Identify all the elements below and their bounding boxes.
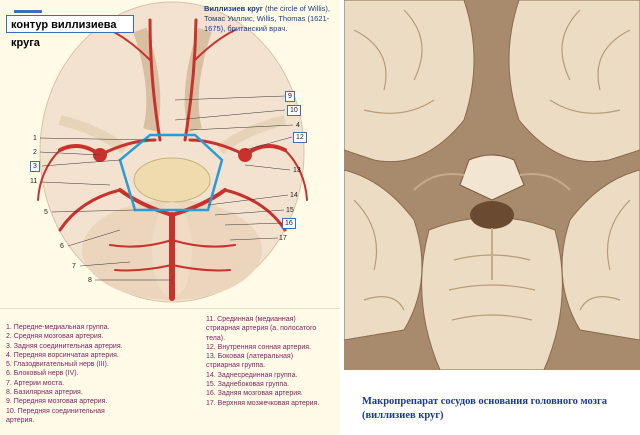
- circle-of-willis-illustration: [37, 1, 308, 303]
- legend-item: 9. Передняя мозговая артерия.: [6, 398, 108, 406]
- label-1: 1: [33, 135, 37, 142]
- legend-item: 7. Артерии моста.: [6, 379, 65, 387]
- photo-panel: Макропрепарат сосудов основания головног…: [344, 0, 640, 434]
- label-14: 14: [290, 192, 298, 199]
- label-4: 4: [296, 122, 300, 129]
- legend-item: 13. Боковая (латеральная): [206, 353, 294, 361]
- legend-item: 2. Средняя мозговая артерия.: [6, 333, 104, 341]
- legend-item: стриарная группа.: [206, 362, 266, 370]
- legend-item: 1. Передне-медиальная группа.: [6, 324, 110, 331]
- label-7: 7: [72, 263, 76, 270]
- legend-item: артерия.: [6, 416, 35, 424]
- legend-column-left: 1. Передне-медиальная группа. 2. Средняя…: [6, 323, 123, 425]
- legend-item: 17. Верхняя мозжечковая артерия.: [206, 399, 320, 407]
- label-3: 3: [30, 161, 40, 172]
- legend-item: 11. Срединная (медианная): [206, 316, 296, 323]
- legend-item: 4. Передняя ворсинчатая артерия.: [6, 351, 119, 359]
- photo-caption: Макропрепарат сосудов основания головног…: [362, 396, 607, 421]
- legend: 1. Передне-медиальная группа. 2. Средняя…: [0, 308, 340, 435]
- desc-term: Виллизиев круг: [204, 4, 263, 13]
- brain-specimen-photo: [344, 0, 640, 370]
- label-12: 12: [293, 132, 307, 143]
- label-15: 15: [286, 207, 294, 214]
- desc-text: (the circle of Willis), Томас Уиллис, Wi…: [204, 4, 330, 33]
- legend-item: 6. Блоковый нерв (IV).: [6, 370, 79, 378]
- diagram-panel: контур виллизиева круга Виллизиев круг (…: [0, 0, 340, 435]
- eponym-description: Виллизиев круг (the circle of Willis), Т…: [204, 4, 338, 34]
- label-2: 2: [33, 149, 37, 156]
- legend-item: стриарная артерия (а. полосатого: [206, 325, 317, 333]
- label-16: 16: [282, 218, 296, 229]
- diagram-title: контур виллизиева круга: [6, 15, 134, 49]
- legend-item: 14. Заднесрединная группа.: [206, 371, 298, 379]
- label-6: 6: [60, 243, 64, 250]
- label-9: 9: [285, 91, 295, 102]
- legend-item: 15. Заднебоковая группа.: [206, 381, 290, 389]
- legend-item: 12. Внутренняя сонная артерия.: [206, 343, 311, 351]
- title-accent-bar: [14, 10, 42, 13]
- legend-item: 5. Глазодвигательный нерв (III).: [6, 361, 109, 369]
- label-11: 11: [30, 178, 38, 185]
- legend-item: 3. Задняя соединительная артерия.: [6, 342, 123, 350]
- legend-item: 8. Базилярная артерия.: [6, 389, 83, 397]
- label-10: 10: [287, 105, 301, 116]
- legend-column-right: 11. Срединная (медианная) стриарная арте…: [206, 315, 319, 408]
- label-13: 13: [293, 167, 301, 174]
- label-17: 17: [279, 235, 287, 242]
- label-8: 8: [88, 277, 92, 284]
- legend-item: 10. Передняя соединительная: [6, 407, 105, 415]
- caption-area: [344, 370, 640, 434]
- label-5: 5: [44, 209, 48, 216]
- legend-item: 16. Задняя мозговая артерия.: [206, 390, 303, 398]
- legend-item: тела).: [206, 334, 226, 342]
